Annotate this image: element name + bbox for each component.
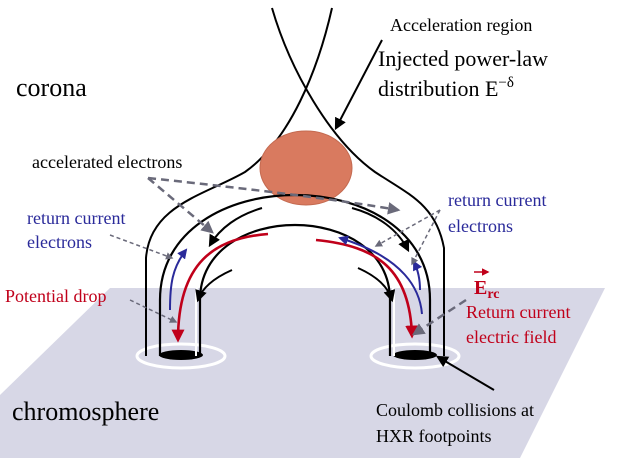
chromosphere-plane xyxy=(0,288,605,458)
label-injected-1: Injected power-law xyxy=(378,46,548,71)
label-coulomb-1: Coulomb collisions at xyxy=(376,400,534,420)
label-return-current-left-1: return current xyxy=(27,208,125,228)
pointer-coulomb xyxy=(435,355,495,391)
blue-arrow-right xyxy=(338,235,423,315)
accelerated-electron-arrow-left-mid xyxy=(195,269,233,303)
label-chromosphere: chromosphere xyxy=(12,397,159,426)
red-arrow-left xyxy=(171,232,269,343)
label-return-field-1: Return current xyxy=(466,302,570,322)
label-return-field-2: electric field xyxy=(466,327,556,347)
pointer-return-right xyxy=(374,209,441,247)
left-footpoint xyxy=(159,350,203,360)
pointer-return-left xyxy=(109,234,174,260)
pointer-potential-drop xyxy=(129,299,178,323)
accelerated-electron-arrow-right-top xyxy=(351,207,410,253)
pointer-accelerated-left xyxy=(147,177,214,234)
label-injected-2: distribution E−δ xyxy=(378,75,514,101)
label-return-current-right-2: electrons xyxy=(448,216,513,236)
blue-arrow-right-small xyxy=(413,260,423,291)
pointer-return-right-2 xyxy=(411,209,441,266)
label-acceleration-region: Acceleration region xyxy=(390,15,532,35)
blue-arrow-left xyxy=(169,248,188,311)
label-erc: Erc xyxy=(474,277,500,302)
field-line-right xyxy=(145,7,333,356)
field-line-left xyxy=(271,7,445,356)
acceleration-region-blob xyxy=(259,130,353,206)
label-coulomb-2: HXR footpoints xyxy=(376,426,492,446)
label-accelerated-electrons: accelerated electrons xyxy=(32,152,182,172)
loop-inner xyxy=(198,223,392,356)
right-footpoint-ring xyxy=(369,342,461,370)
loop-inner-white xyxy=(195,220,395,356)
pointer-return-field xyxy=(411,298,467,336)
pointer-acceleration-region xyxy=(334,39,383,131)
accelerated-electron-arrow-left-top xyxy=(208,207,263,248)
label-potential-drop: Potential drop xyxy=(5,286,107,306)
red-arrow-right xyxy=(315,238,419,339)
label-return-current-right-1: return current xyxy=(448,190,546,210)
accelerated-electron-arrow-right-mid xyxy=(357,267,396,303)
label-corona: corona xyxy=(16,73,87,102)
label-return-current-left-2: electrons xyxy=(27,232,92,252)
left-footpoint-ring xyxy=(135,342,227,370)
pointer-accelerated-right xyxy=(147,176,401,215)
right-footpoint xyxy=(393,350,437,360)
